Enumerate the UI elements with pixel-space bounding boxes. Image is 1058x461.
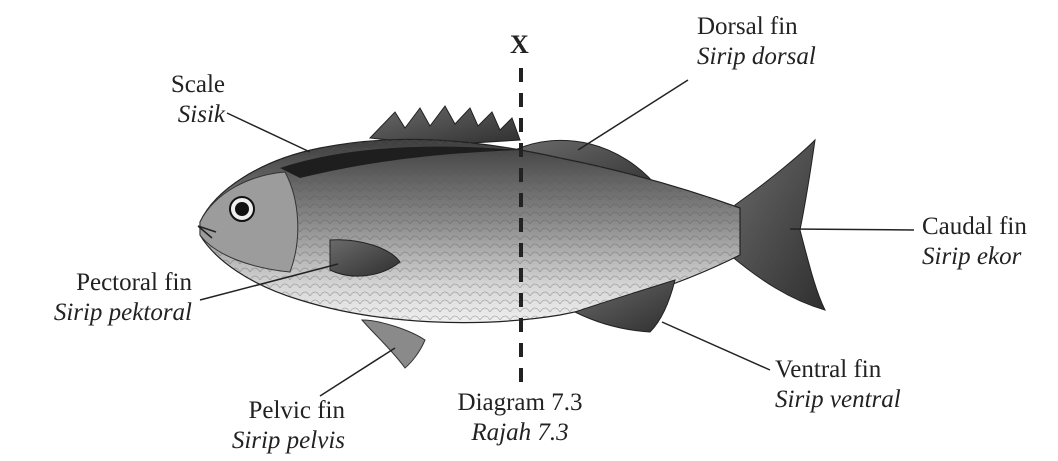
label-pectoral: Pectoral fin Sirip pektoral (0, 268, 192, 328)
leader-dorsal (578, 80, 688, 150)
pelvic-fin (362, 320, 425, 368)
label-scale: Scale Sisik (120, 70, 225, 130)
label-caudal-ms: Sirip ekor (922, 242, 1027, 272)
label-dorsal-en: Dorsal fin (697, 12, 816, 42)
label-pectoral-ms: Sirip pektoral (0, 298, 192, 328)
label-pelvic-en: Pelvic fin (190, 396, 345, 426)
label-pelvic-ms: Sirip pelvis (190, 426, 345, 456)
label-caudal: Caudal fin Sirip ekor (922, 212, 1027, 272)
diagram-caption: Diagram 7.3 Rajah 7.3 (440, 388, 600, 448)
leader-scale (227, 113, 310, 152)
leader-caudal (790, 229, 914, 230)
label-ventral-en: Ventral fin (775, 355, 901, 385)
label-caudal-en: Caudal fin (922, 212, 1027, 242)
label-pectoral-en: Pectoral fin (0, 268, 192, 298)
label-dorsal: Dorsal fin Sirip dorsal (697, 12, 816, 72)
label-dorsal-ms: Sirip dorsal (697, 42, 816, 72)
caudal-fin (730, 140, 825, 310)
label-scale-en: Scale (120, 70, 225, 100)
label-pelvic: Pelvic fin Sirip pelvis (190, 396, 345, 456)
marker-x-label: X (510, 30, 529, 60)
fish-head (200, 172, 298, 272)
leader-ventral (662, 322, 770, 370)
label-scale-ms: Sisik (120, 100, 225, 130)
label-ventral-ms: Sirip ventral (775, 385, 901, 415)
leader-pelvic (320, 348, 395, 396)
caption-ms: Rajah 7.3 (440, 418, 600, 448)
label-ventral: Ventral fin Sirip ventral (775, 355, 901, 415)
caption-en: Diagram 7.3 (440, 388, 600, 418)
